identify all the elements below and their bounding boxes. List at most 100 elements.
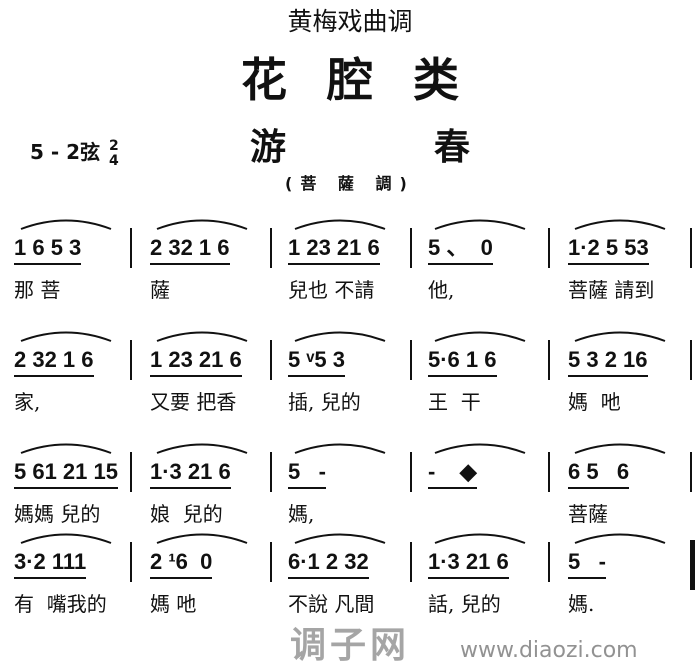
watermark-name: 调子网: [290, 625, 411, 666]
lyrics: 有 嘴我的: [14, 592, 107, 616]
measure: 2 ¹6 0 媽 吔: [150, 533, 275, 632]
barline: [410, 542, 412, 582]
measure: 2 32 1 6 家,: [14, 331, 139, 430]
notes: 5 -: [568, 550, 606, 579]
notes: 5 、 0: [428, 236, 493, 265]
barline: [270, 452, 272, 492]
slur: [434, 331, 526, 342]
measure: 5 - 媽.: [568, 533, 693, 632]
notes: 2 32 1 6: [150, 236, 230, 265]
notes: 5·6 1 6: [428, 348, 497, 377]
slur: [20, 533, 112, 544]
barline: [410, 452, 412, 492]
key-signature: 5 - 2弦 2 4: [30, 136, 119, 169]
time-sig-top: 2: [109, 137, 119, 154]
measure: 1 6 5 3 那 菩: [14, 219, 139, 318]
notes: 5 3 2 16: [568, 348, 648, 377]
section-title: 花腔类: [241, 53, 499, 107]
barline: [548, 228, 550, 268]
barline: [270, 340, 272, 380]
time-sig-bottom: 4: [109, 152, 119, 169]
song-title: 游 春: [250, 118, 470, 170]
watermark-url: www.diaozi.com: [460, 638, 638, 663]
barline: [270, 228, 272, 268]
notes: 6·1 2 32: [288, 550, 369, 579]
lyrics: 又要 把香: [150, 390, 237, 414]
slur: [294, 219, 386, 230]
measure: 5 - 媽,: [288, 443, 413, 542]
barline: [548, 340, 550, 380]
slur: [434, 443, 526, 454]
slur: [574, 331, 666, 342]
lyrics: 媽.: [568, 592, 595, 616]
lyrics: 菩薩: [568, 502, 608, 526]
barline: [690, 340, 692, 380]
lyrics: 那 菩: [14, 278, 61, 302]
barline: [410, 340, 412, 380]
notes: - ◆: [428, 460, 477, 489]
slur: [20, 443, 112, 454]
lyrics: 媽 吔: [150, 592, 197, 616]
barline: [270, 542, 272, 582]
lyrics: 媽,: [288, 502, 315, 526]
barline: [548, 452, 550, 492]
barline: [410, 228, 412, 268]
notes: 1 23 21 6: [150, 348, 242, 377]
barline: [548, 542, 550, 582]
slur: [156, 219, 248, 230]
slur: [294, 533, 386, 544]
notes: 5 ᵛ5 3: [288, 348, 345, 377]
lyrics: 話, 兒的: [428, 592, 501, 616]
notes: 6 5 6: [568, 460, 630, 489]
key-text: 5 - 2弦: [30, 140, 101, 164]
slur: [294, 331, 386, 342]
measure: 5 、 0 他,: [428, 219, 553, 318]
notes: 5 61 21 15: [14, 460, 118, 489]
measure: 5 3 2 16 媽 吔: [568, 331, 693, 430]
slur: [20, 219, 112, 230]
barline: [130, 228, 132, 268]
slur: [20, 331, 112, 342]
notes: 1·3 21 6: [150, 460, 231, 489]
notes: 2 32 1 6: [14, 348, 94, 377]
slur: [156, 331, 248, 342]
notes: 1·3 21 6: [428, 550, 509, 579]
slur: [294, 443, 386, 454]
barline: [690, 452, 692, 492]
measure: 1·3 21 6 話, 兒的: [428, 533, 553, 632]
notes: 3·2 111: [14, 550, 87, 579]
slur: [574, 443, 666, 454]
lyrics: 他,: [428, 278, 455, 302]
category-title: 黄梅戏曲调: [287, 7, 413, 36]
lyrics: 媽 吔: [568, 390, 621, 414]
measure: 6·1 2 32 不說 凡間: [288, 533, 413, 632]
notes: 1 6 5 3: [14, 236, 82, 265]
notes: 1 23 21 6: [288, 236, 380, 265]
song-title-char: 游: [250, 126, 287, 168]
lyrics: 家,: [14, 390, 41, 414]
song-subtitle: (菩 薩 調): [285, 174, 415, 193]
barline: [130, 452, 132, 492]
notes: 5 -: [288, 460, 326, 489]
slur: [156, 443, 248, 454]
score-line: 3·2 111 有 嘴我的 2 ¹6 0 媽 吔 6·1 2 32 不說 凡間 1·3 21…: [0, 533, 700, 642]
final-barline: [690, 540, 695, 590]
notes: 2 ¹6 0: [150, 550, 213, 579]
measure: 3·2 111 有 嘴我的: [14, 533, 139, 632]
measure: 6 5 6 菩薩: [568, 443, 693, 542]
barline: [130, 340, 132, 380]
slur: [574, 533, 666, 544]
slur: [156, 533, 248, 544]
lyrics: 不說 凡間: [288, 592, 375, 616]
lyrics: 兒也 不請: [288, 278, 375, 302]
measure: 1 23 21 6 又要 把香: [150, 331, 275, 430]
barline: [130, 542, 132, 582]
